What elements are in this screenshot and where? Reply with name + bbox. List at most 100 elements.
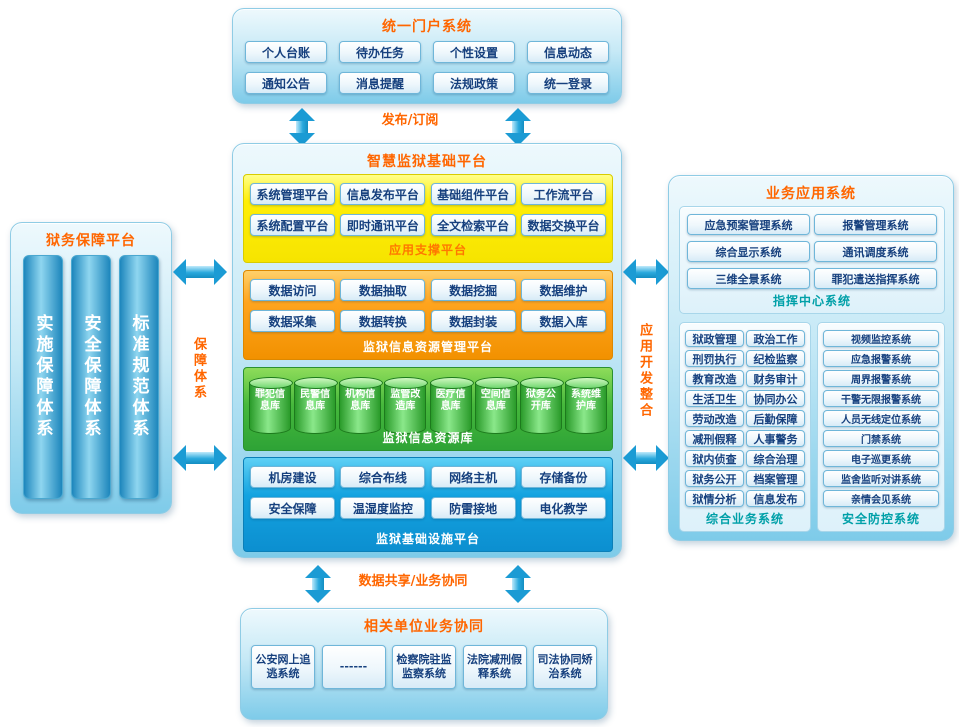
business-module-button: 政治工作	[746, 330, 805, 347]
share-label: 数据共享/业务协同	[358, 574, 468, 589]
general-business-title: 综合业务系统	[705, 512, 784, 526]
integration-arrow-top-icon	[623, 259, 669, 285]
resource-db-section: 罪犯信息库民警信息库机构信息库监管改造库医疗信息库空间信息库狱务公开库系统维护库…	[243, 367, 613, 451]
security-system-button: 周界报警系统	[823, 370, 939, 387]
business-module-button: 后勤保障	[746, 410, 805, 427]
support-title: 狱务保障平台	[46, 233, 136, 249]
business-module-button: 教育改造	[685, 370, 744, 387]
business-apps-panel: 业务应用系统 应急预案管理系统报警管理系统综合显示系统通讯调度系统三维全景系统罪…	[668, 175, 954, 541]
data-ops-button: 数据挖掘	[430, 279, 516, 301]
support-arrow-bottom-icon	[173, 445, 227, 471]
command-system-button: 罪犯遣送指挥系统	[814, 268, 937, 289]
platform-panel: 智慧监狱基础平台 系统管理平台信息发布平台基础组件平台工作流平台系统配置平台即时…	[232, 143, 622, 558]
security-system-button: 人员无线定位系统	[823, 410, 939, 427]
app-support-button: 系统管理平台	[250, 183, 335, 205]
app-support-button: 即时通讯平台	[340, 214, 426, 236]
database-cylinder-icon: 民警信息库	[294, 377, 339, 434]
data-ops-button: 数据访问	[250, 279, 335, 301]
app-support-button: 信息发布平台	[340, 183, 426, 205]
security-system-button: 视频监控系统	[823, 330, 939, 347]
business-module-button: 财务审计	[746, 370, 805, 387]
infrastructure-button: 网络主机	[430, 466, 516, 488]
publish-label: 发布/订阅	[381, 113, 439, 128]
security-system-button: 门禁系统	[823, 430, 939, 447]
business-module-button: 刑罚执行	[685, 350, 744, 367]
publish-arrow-right-icon	[505, 108, 531, 146]
business-module-button: 减刑假释	[685, 430, 744, 447]
business-module-button: 人事警务	[746, 430, 805, 447]
infrastructure-section: 机房建设综合布线网络主机存储备份安全保障温湿度监控防雷接地电化教学 监狱基础设施…	[243, 457, 613, 552]
business-module-button: 协同办公	[746, 390, 805, 407]
collaboration-system-button: 公安网上追逃系统	[251, 645, 315, 689]
portal-button: 信息动态	[527, 41, 609, 63]
business-module-button: 狱政管理	[685, 330, 744, 347]
data-ops-button: 数据抽取	[340, 279, 426, 301]
general-business-columns: 狱政管理刑罚执行教育改造生活卫生劳动改造减刑假释狱内侦查狱务公开狱情分析 政治工…	[685, 330, 805, 507]
business-module-button: 信息发布	[746, 490, 805, 507]
portal-panel: 统一门户系统 个人台账待办任务个性设置信息动态通知公告消息提醒法规政策统一登录	[232, 8, 622, 104]
infrastructure-button: 机房建设	[250, 466, 335, 488]
collaboration-system-button: 检察院驻监监察系统	[392, 645, 456, 689]
data-ops-button: 数据入库	[520, 310, 606, 332]
database-cylinder-icon: 罪犯信息库	[249, 377, 293, 434]
business-module-button: 狱内侦查	[685, 450, 744, 467]
app-support-button: 全文检索平台	[430, 214, 516, 236]
support-arrow-top-icon	[173, 259, 227, 285]
general-business-subpanel: 狱政管理刑罚执行教育改造生活卫生劳动改造减刑假释狱内侦查狱务公开狱情分析 政治工…	[679, 322, 811, 532]
portal-items: 个人台账待办任务个性设置信息动态通知公告消息提醒法规政策统一登录	[245, 41, 609, 94]
portal-button: 消息提醒	[339, 72, 421, 94]
collaboration-system-button: 法院减刑假释系统	[462, 645, 527, 689]
infrastructure-title: 监狱基础设施平台	[375, 532, 480, 546]
command-center-items: 应急预案管理系统报警管理系统综合显示系统通讯调度系统三维全景系统罪犯遣送指挥系统	[687, 214, 937, 289]
infrastructure-button: 存储备份	[520, 466, 606, 488]
infrastructure-button: 防雷接地	[430, 497, 516, 519]
database-cylinder-icon: 医疗信息库	[429, 377, 474, 434]
portal-title: 统一门户系统	[382, 19, 472, 35]
data-ops-button: 数据维护	[520, 279, 606, 301]
general-business-left-column: 狱政管理刑罚执行教育改造生活卫生劳动改造减刑假释狱内侦查狱务公开狱情分析	[685, 330, 744, 507]
app-support-button: 数据交换平台	[520, 214, 606, 236]
app-support-button: 工作流平台	[520, 183, 606, 205]
security-system-button: 亲情会见系统	[823, 490, 939, 507]
app-support-button: 系统配置平台	[250, 214, 335, 236]
support-pillar: 实施保障体系	[23, 255, 63, 499]
portal-button: 法规政策	[433, 72, 515, 94]
app-support-section: 系统管理平台信息发布平台基础组件平台工作流平台系统配置平台即时通讯平台全文检索平…	[243, 174, 613, 263]
integration-label: 应用开发整合	[637, 323, 652, 419]
portal-button: 通知公告	[245, 72, 327, 94]
resource-mgmt-items: 数据访问数据抽取数据挖掘数据维护数据采集数据转换数据封装数据入库	[250, 279, 606, 332]
database-cylinder-icon: 监管改造库	[384, 377, 429, 434]
security-control-subpanel: 视频监控系统应急报警系统周界报警系统干警无限报警系统人员无线定位系统门禁系统电子…	[817, 322, 945, 532]
share-arrow-left-icon	[305, 565, 331, 603]
portal-button: 个性设置	[433, 41, 515, 63]
collaboration-system-button: ------	[321, 645, 386, 689]
integration-arrow-bottom-icon	[623, 445, 669, 471]
command-system-button: 综合显示系统	[687, 241, 810, 262]
business-module-button: 纪检监察	[746, 350, 805, 367]
resource-db-items: 罪犯信息库民警信息库机构信息库监管改造库医疗信息库空间信息库狱务公开库系统维护库	[249, 377, 609, 434]
business-apps-title: 业务应用系统	[766, 186, 856, 202]
security-system-button: 应急报警系统	[823, 350, 939, 367]
infrastructure-button: 温湿度监控	[340, 497, 426, 519]
publish-arrow-left-icon	[289, 108, 315, 146]
share-arrow-right-icon	[505, 565, 531, 603]
security-control-title: 安全防控系统	[841, 512, 920, 526]
command-system-button: 应急预案管理系统	[687, 214, 810, 235]
collaboration-items: 公安网上追逃系统------检察院驻监监察系统法院减刑假释系统司法协同矫治系统	[251, 645, 597, 689]
database-cylinder-icon: 狱务公开库	[519, 377, 564, 434]
portal-button: 统一登录	[527, 72, 609, 94]
portal-button: 待办任务	[339, 41, 421, 63]
command-system-button: 三维全景系统	[687, 268, 810, 289]
business-module-button: 档案管理	[746, 470, 805, 487]
database-cylinder-icon: 机构信息库	[339, 377, 384, 434]
security-control-items: 视频监控系统应急报警系统周界报警系统干警无限报警系统人员无线定位系统门禁系统电子…	[823, 330, 939, 507]
app-support-button: 基础组件平台	[430, 183, 516, 205]
data-ops-button: 数据采集	[250, 310, 335, 332]
command-system-button: 报警管理系统	[814, 214, 937, 235]
data-ops-button: 数据转换	[340, 310, 426, 332]
command-center-title: 指挥中心系统	[772, 294, 851, 308]
security-system-button: 干警无限报警系统	[823, 390, 939, 407]
resource-db-title: 监狱信息资源库	[382, 431, 474, 445]
general-business-right-column: 政治工作纪检监察财务审计协同办公后勤保障人事警务综合治理档案管理信息发布	[746, 330, 805, 507]
